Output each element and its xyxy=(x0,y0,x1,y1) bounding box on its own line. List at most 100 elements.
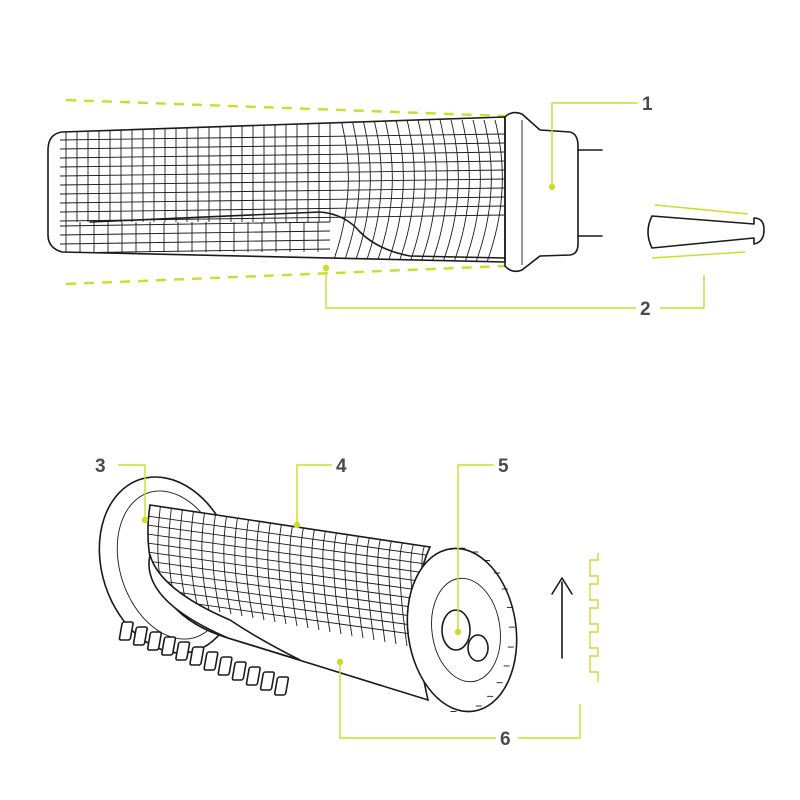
callout-1-label: 1 xyxy=(642,94,653,115)
bottom-grip-lug xyxy=(189,646,205,666)
bottom-grip-lug xyxy=(175,641,191,661)
bottom-grid-line xyxy=(212,510,221,613)
bottom-grip-texture xyxy=(147,505,430,651)
top-grid-line xyxy=(59,230,331,236)
bottom-grid-line xyxy=(147,550,430,594)
callout-3-label: 3 xyxy=(95,456,106,477)
top-grip-texture xyxy=(59,118,505,262)
bottom-grid-line xyxy=(147,541,430,585)
bottom-grid-line xyxy=(245,516,254,619)
top-grip-assembly: 1 2 xyxy=(47,94,765,320)
top-grid-line xyxy=(354,119,371,262)
callout-6-leader xyxy=(339,662,496,739)
callout-6-leader-right xyxy=(518,704,581,739)
bottom-grip-smooth-strip xyxy=(148,554,301,661)
lower-guide-dashed-line xyxy=(65,264,506,286)
end-plug-guide-top xyxy=(654,204,749,215)
callout-4-leader xyxy=(296,464,332,525)
top-grid-line xyxy=(453,119,470,262)
bottom-grip-lugs xyxy=(118,621,290,696)
bottom-grid-line xyxy=(289,523,298,627)
bottom-grid-line xyxy=(333,530,342,635)
bottom-grid-line xyxy=(147,523,430,567)
bottom-grip-lug xyxy=(231,661,247,681)
bottom-grid-line xyxy=(147,559,430,603)
callout-3-dot xyxy=(141,516,149,524)
bottom-grip-lug xyxy=(118,621,134,641)
callout-2-dot xyxy=(322,264,330,272)
bottom-grid-line xyxy=(190,507,199,609)
bottom-grid-line xyxy=(147,514,430,558)
top-grid-line xyxy=(387,119,404,262)
top-grid-line xyxy=(59,248,331,254)
callout-2-leader xyxy=(325,268,636,309)
bottom-grip-lug xyxy=(132,626,148,646)
top-grid-line xyxy=(59,196,505,204)
top-grid-line xyxy=(59,169,505,177)
bottom-grid-line xyxy=(311,526,320,631)
callout-1-leader xyxy=(551,102,638,187)
handlebar-stub xyxy=(577,149,603,237)
end-plug xyxy=(647,215,765,249)
top-grid-line xyxy=(59,142,505,150)
bottom-grid-line xyxy=(399,541,408,647)
bottom-grip-assembly: 3 4 5 6 xyxy=(95,456,599,750)
bottom-grip-lug xyxy=(273,676,290,696)
bottom-grid-line xyxy=(223,512,232,615)
bottom-grid-line xyxy=(355,534,364,639)
bottom-grid-line xyxy=(300,525,309,629)
top-grid-line xyxy=(59,187,505,195)
bottom-grid-line xyxy=(147,568,430,612)
top-grid-line xyxy=(409,119,426,262)
top-grid-line xyxy=(59,151,505,159)
top-grid-line xyxy=(431,119,448,262)
bottom-grid-line xyxy=(344,532,353,637)
callout-6-label: 6 xyxy=(500,729,511,750)
top-grip-contour-line xyxy=(89,211,506,259)
bottom-grid-line xyxy=(322,528,331,633)
end-cap-logo-right xyxy=(467,634,489,662)
bottom-grip-lug xyxy=(217,656,233,676)
callout-2-label: 2 xyxy=(640,299,651,320)
bottom-grid-line xyxy=(147,577,430,621)
top-grid-line xyxy=(464,119,481,262)
top-grip-flange xyxy=(504,111,579,273)
callout-1-dot xyxy=(548,183,556,191)
top-grid-line xyxy=(59,205,505,213)
bottom-grip-lug xyxy=(161,636,177,656)
bottom-grip-lug xyxy=(203,651,219,671)
bottom-grid-line xyxy=(267,519,276,623)
callout-3-leader xyxy=(118,464,146,520)
callout-6-dot xyxy=(336,658,344,666)
top-grid-line xyxy=(59,133,505,141)
top-grip-body xyxy=(47,116,506,263)
callout-5-label: 5 xyxy=(498,456,509,477)
bottom-grid-line xyxy=(234,514,243,617)
bottom-grid-line xyxy=(147,586,430,630)
top-grid-line xyxy=(475,119,492,262)
bottom-grip-lug xyxy=(146,631,163,651)
bottom-grip-lug xyxy=(245,666,261,686)
callout-5-dot xyxy=(454,628,462,636)
bottom-grip-lug xyxy=(259,671,275,691)
bottom-grid-line xyxy=(278,521,287,625)
top-grid-line xyxy=(59,221,331,227)
top-grid-line xyxy=(365,119,382,262)
top-grid-line xyxy=(486,119,503,262)
top-grid-line xyxy=(59,160,505,168)
top-grid-line xyxy=(398,119,415,262)
bottom-grid-line xyxy=(388,539,397,645)
rotation-arrow-icon xyxy=(551,577,573,595)
callout-2-leader-right xyxy=(660,275,705,309)
callout-4-dot xyxy=(293,521,301,529)
top-grid-line xyxy=(59,239,331,245)
callout-4-label: 4 xyxy=(336,456,347,477)
end-cap-teeth xyxy=(446,547,515,713)
top-grid-line xyxy=(343,119,360,262)
top-grid-line xyxy=(420,119,437,262)
top-grid-line xyxy=(332,119,349,262)
bottom-grid-line xyxy=(147,532,430,576)
bottom-grid-line xyxy=(256,517,265,621)
